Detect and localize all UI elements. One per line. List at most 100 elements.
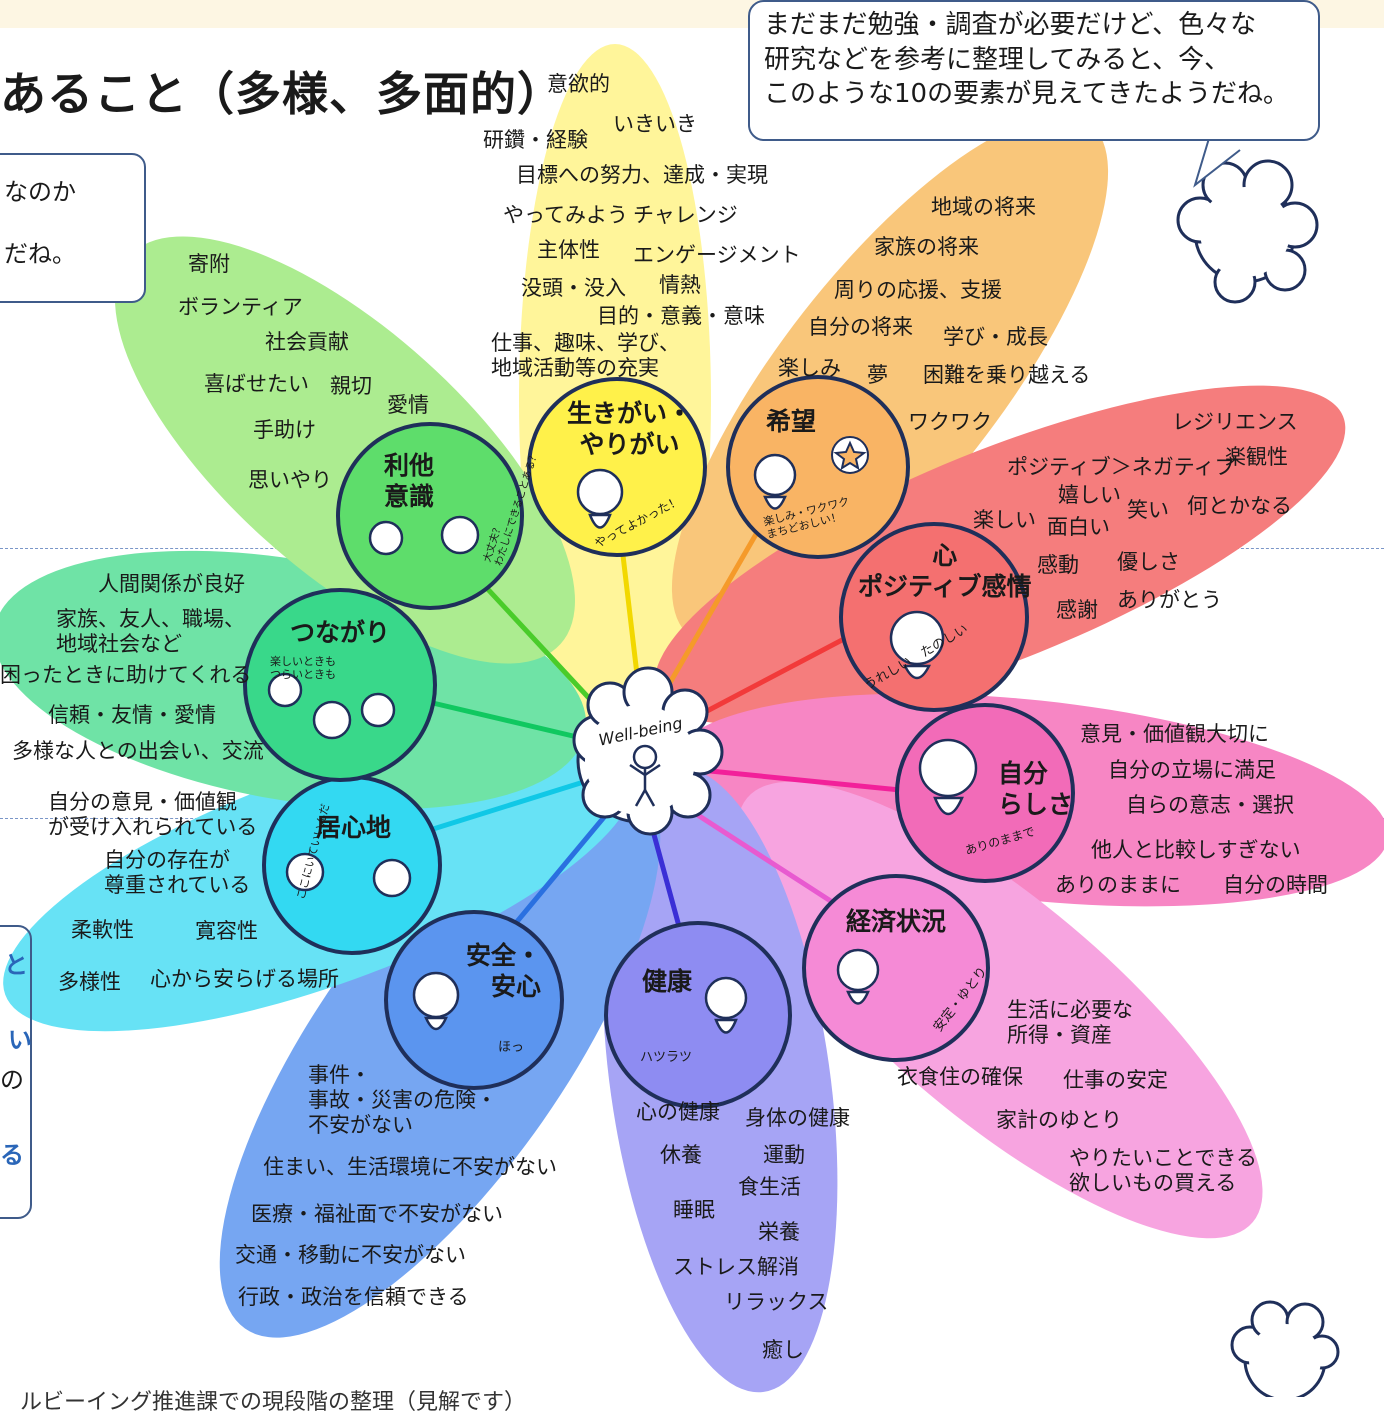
word: 癒し bbox=[762, 1338, 804, 1362]
word: 困ったときに助けてくれる bbox=[0, 663, 252, 687]
word: 学び・成長 bbox=[943, 325, 1048, 349]
word: ワクワク bbox=[908, 410, 992, 434]
word: 医療・福祉面で不安がない bbox=[251, 1202, 503, 1226]
word: 社会貢献 bbox=[265, 330, 349, 354]
word: 栄養 bbox=[758, 1220, 800, 1244]
spoke-anzen bbox=[507, 807, 613, 933]
word: 情熱 bbox=[659, 273, 701, 297]
spoke-kibou bbox=[657, 507, 773, 703]
word: 意見・価値観大切に bbox=[1080, 722, 1269, 746]
label-igokochi: 居心地 bbox=[316, 813, 392, 842]
label-tsunagari: つながり bbox=[290, 618, 391, 647]
figure-rita-icon bbox=[368, 515, 480, 556]
figure-keizai-icon bbox=[836, 948, 880, 1005]
spoke-kenkou bbox=[647, 817, 683, 933]
left-box-fragment: る bbox=[0, 1141, 24, 1169]
figure-anzen-icon bbox=[412, 971, 460, 1031]
word: 楽しみ bbox=[778, 356, 841, 380]
word: 住まい、生活環境に不安がない bbox=[263, 1155, 557, 1179]
word: 地域の将来 bbox=[931, 195, 1036, 219]
cloud-character-bottom-icon bbox=[1230, 1300, 1340, 1397]
word: いきいき bbox=[613, 112, 697, 136]
bubble-anzen: ほっ bbox=[498, 1040, 525, 1055]
word: 衣食住の確保 bbox=[897, 1065, 1023, 1089]
word: 没頭・没入 bbox=[521, 276, 626, 300]
spoke-rita bbox=[467, 567, 603, 713]
figure-ikigai-icon bbox=[576, 468, 624, 529]
word: リラックス bbox=[724, 1290, 829, 1314]
word: 自分の立場に満足 bbox=[1108, 758, 1276, 782]
bubble-kenkou: ハツラツ bbox=[640, 1050, 693, 1065]
word: 行政・政治を信頼できる bbox=[238, 1285, 469, 1309]
word: 研鑽・経験 bbox=[483, 128, 588, 152]
star-icon bbox=[831, 436, 869, 474]
word: チャレンジ bbox=[633, 203, 738, 227]
word: 親切 bbox=[330, 374, 372, 398]
left-box-fragment: と bbox=[4, 951, 28, 979]
spoke-tsunagari bbox=[417, 697, 593, 743]
word: 手助け bbox=[253, 418, 316, 442]
word: 優しさ bbox=[1117, 550, 1180, 574]
circle-anzen bbox=[384, 910, 564, 1090]
word: ボランティア bbox=[178, 295, 303, 319]
word: エンゲージメント bbox=[633, 243, 801, 267]
word: 運動 bbox=[763, 1143, 805, 1167]
word: 面白い bbox=[1047, 515, 1110, 539]
word: ポジティブ＞ネガティブ bbox=[1007, 455, 1236, 479]
figure-igokochi-icon bbox=[285, 852, 412, 898]
left-speech-bubble: なのか だね。 bbox=[0, 153, 146, 303]
word: 自分の存在が 尊重されている bbox=[104, 848, 251, 898]
word: 周りの応援、支援 bbox=[834, 278, 1002, 302]
word: 楽観性 bbox=[1225, 445, 1288, 469]
word: 困難を乗り越える bbox=[923, 363, 1091, 387]
word: 他人と比較しすぎない bbox=[1091, 838, 1301, 862]
word: 自らの意志・選択 bbox=[1126, 793, 1294, 817]
bottom-caption: ルビーイング推進課での現段階の整理（見解です） bbox=[20, 1390, 527, 1415]
label-ikigai: 生きがい・ やりがい bbox=[567, 399, 693, 460]
circle-kenkou bbox=[604, 921, 792, 1109]
bubble-tsunagari: 楽しいときも つらいときも bbox=[270, 655, 336, 682]
word: 睡眠 bbox=[673, 1198, 715, 1222]
word: 嬉しい bbox=[1058, 483, 1121, 507]
word: 事件・ 事故・災害の危険・ 不安がない bbox=[308, 1063, 497, 1138]
spoke-igokochi bbox=[427, 777, 593, 833]
word: 身体の健康 bbox=[745, 1106, 850, 1130]
word: 多様性 bbox=[58, 970, 121, 994]
word: 人間関係が良好 bbox=[98, 572, 245, 596]
word: 家族、友人、職場、 地域社会など bbox=[56, 607, 245, 657]
figure-tsunagari-icon bbox=[267, 672, 396, 740]
word: 自分の将来 bbox=[808, 315, 913, 339]
circle-keizai bbox=[802, 874, 990, 1062]
word: 家族の将来 bbox=[874, 235, 979, 259]
label-keizai: 経済状況 bbox=[846, 907, 947, 936]
figure-jibun-icon bbox=[918, 738, 978, 816]
word: 多様な人との出会い、交流 bbox=[12, 739, 264, 763]
figure-kibou-icon bbox=[753, 453, 797, 510]
word: 生活に必要な 所得・資産 bbox=[1007, 998, 1133, 1048]
bubble-tail bbox=[1193, 134, 1241, 188]
label-kibou: 希望 bbox=[766, 407, 817, 436]
word: 休養 bbox=[660, 1143, 702, 1167]
word: 喜ばせたい bbox=[204, 372, 309, 396]
word: 感動 bbox=[1037, 553, 1079, 577]
word: 主体性 bbox=[537, 238, 600, 262]
word: ストレス解消 bbox=[673, 1255, 799, 1279]
left-info-box bbox=[0, 925, 32, 1219]
word: ありがとう bbox=[1117, 588, 1222, 612]
page-title: あること（多様、多面的） bbox=[0, 67, 564, 121]
cloud-character-icon bbox=[1176, 159, 1319, 304]
word: やりたいことできる 欲しいもの買える bbox=[1069, 1146, 1257, 1196]
word: 仕事、趣味、学び、 地域活動等の充実 bbox=[491, 331, 680, 381]
word: 交通・移動に不安がない bbox=[235, 1243, 466, 1267]
figure-kenkou-icon bbox=[704, 976, 748, 1034]
word: やってみよう bbox=[503, 203, 628, 227]
word: 食生活 bbox=[738, 1175, 801, 1199]
left-box-fragment: の bbox=[0, 1066, 24, 1094]
word: 自分の意見・価値観 が受け入れられている bbox=[48, 790, 258, 840]
word: 夢 bbox=[867, 363, 888, 387]
word: 心から安らげる場所 bbox=[150, 967, 339, 991]
word: 思いやり bbox=[248, 468, 332, 492]
label-kenkou: 健康 bbox=[642, 967, 693, 996]
word: 自分の時間 bbox=[1223, 873, 1328, 897]
